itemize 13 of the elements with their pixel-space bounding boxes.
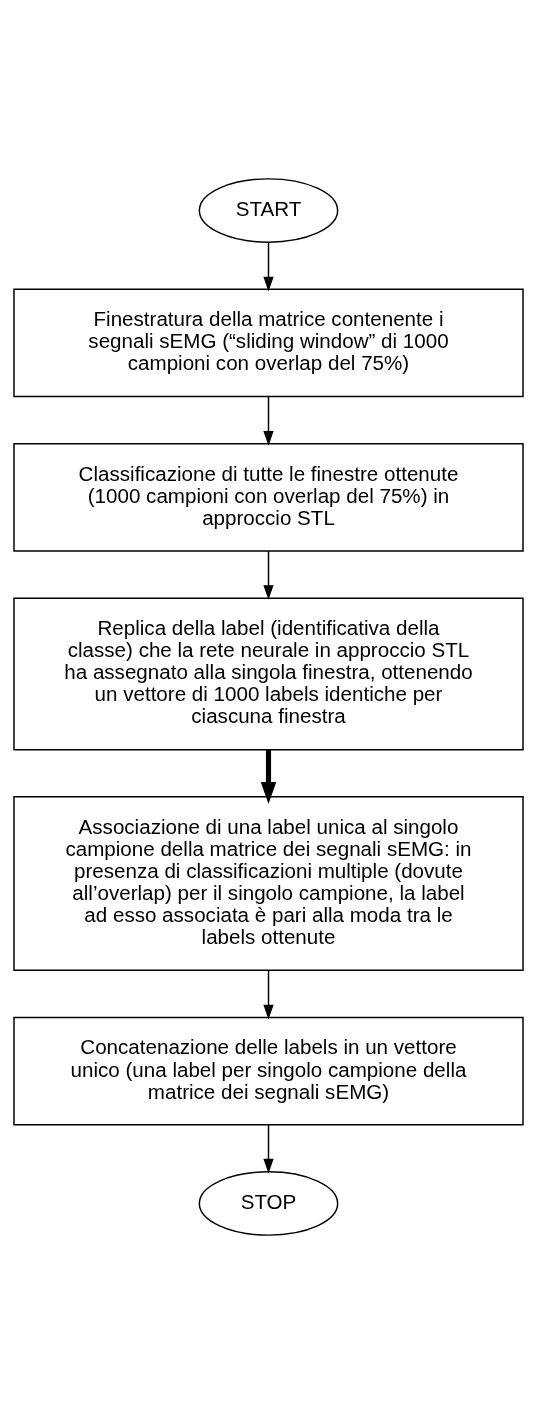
arrow [263, 550, 274, 600]
node-box: Associazione di una label unica al singolo campione della matrice dei segnali sEMG: in presenza di classificazioni multiple (dovute all’overlap) per il singolo campione, la label ad esso associata è pari alla moda tra le labels ottenute [13, 796, 524, 972]
arrow [263, 1124, 274, 1174]
arrow [263, 241, 274, 292]
node-ellipse: START [198, 178, 339, 243]
node-box: Replica della label (identificativa della classe) che la rete neurale in approccio STL ha assegnato alla singola finestra, ottenendo un vettore di 1000 labels identiche per ciascuna finestra [13, 597, 524, 751]
node-ellipse: STOP [198, 1171, 339, 1236]
node-box: Classificazione di tutte le finestre ottenute (1000 campioni con overlap del 75%) in approccio STL [13, 442, 524, 552]
node-box: Finestratura della matrice contenente i segnali sEMG (“sliding window” di 1000 campioni con overlap del 75%) [13, 288, 524, 398]
arrow [263, 396, 274, 446]
node-box: Concatenazione delle labels in un vettore unico (una label per singolo campione della matrice dei segnali sEMG) [13, 1016, 524, 1126]
arrow [260, 750, 277, 805]
arrow [263, 970, 274, 1020]
